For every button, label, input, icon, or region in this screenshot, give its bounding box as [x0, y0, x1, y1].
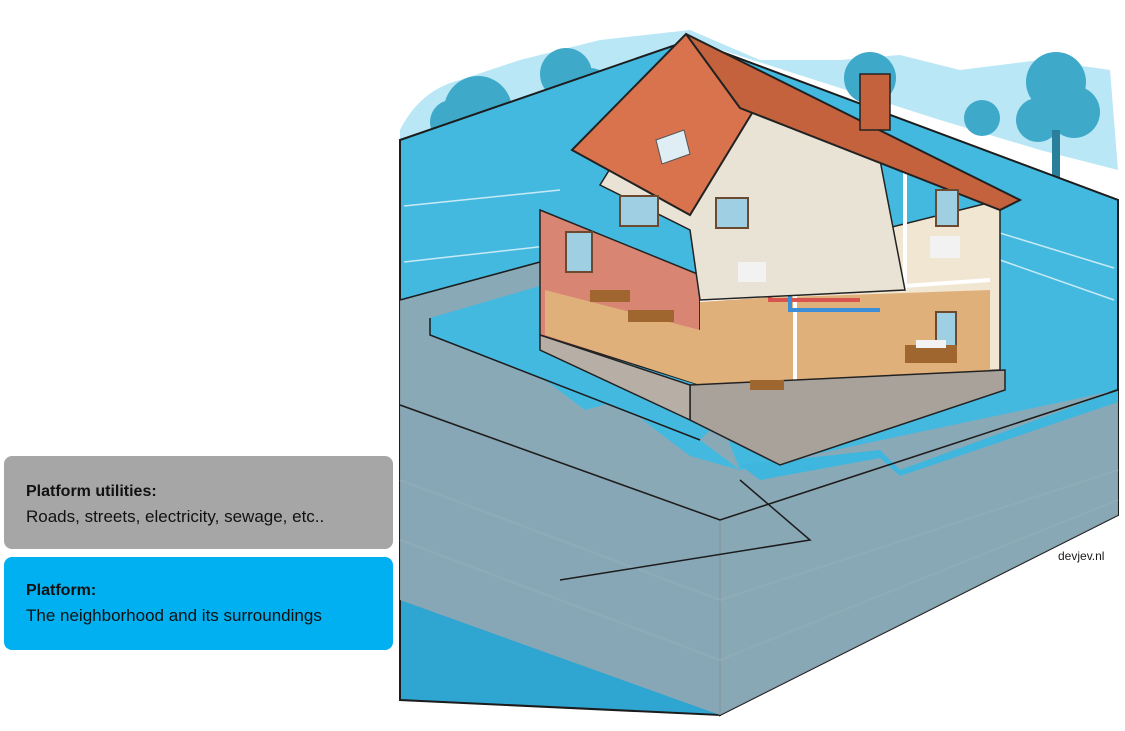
- platform-utilities-label-box: Platform utilities: Roads, streets, elec…: [4, 456, 393, 549]
- platform-label-box: Platform: The neighborhood and its surro…: [4, 557, 393, 650]
- platform-utilities-title: Platform utilities:: [26, 483, 157, 500]
- platform-utilities-description: Roads, streets, electricity, sewage, etc…: [26, 507, 325, 526]
- platform-title: Platform:: [26, 582, 97, 599]
- platform-description: The neighborhood and its surroundings: [26, 606, 322, 625]
- watermark: devjev.nl: [1058, 549, 1105, 563]
- roads: [399, 261, 1119, 715]
- house-cutaway-illustration: [399, 30, 1119, 717]
- house-cutaway: [539, 32, 1023, 466]
